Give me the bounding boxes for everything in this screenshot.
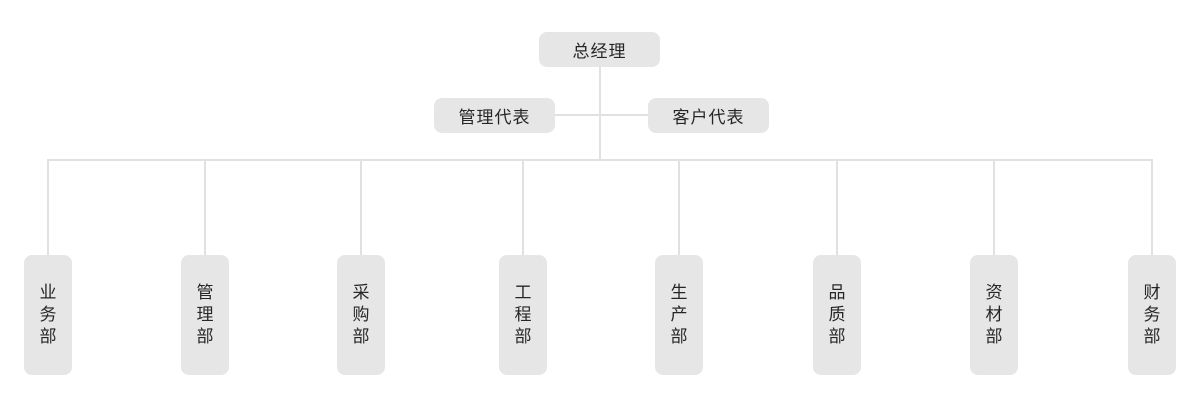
connector-drop-dept-2 [360, 160, 362, 255]
node-label: 客户代表 [672, 108, 745, 127]
node-label: 管理部 [196, 283, 214, 346]
node-label: 财务部 [1143, 283, 1161, 346]
connector-drop-dept-6 [993, 160, 995, 255]
node-dept-business: 业务部 [24, 255, 72, 375]
connector-horizontal-bus [47, 159, 1153, 161]
node-customer-representative: 客户代表 [648, 98, 769, 133]
node-label: 总经理 [572, 42, 627, 61]
node-label: 资材部 [985, 283, 1003, 346]
node-dept-finance: 财务部 [1128, 255, 1176, 375]
node-dept-quality: 品质部 [813, 255, 861, 375]
node-dept-purchasing: 采购部 [337, 255, 385, 375]
node-management-representative: 管理代表 [434, 98, 555, 133]
connector-drop-dept-0 [47, 160, 49, 255]
node-label: 工程部 [514, 283, 532, 346]
node-label: 采购部 [352, 283, 370, 346]
connector-drop-dept-3 [522, 160, 524, 255]
connector-drop-dept-4 [678, 160, 680, 255]
node-general-manager: 总经理 [539, 32, 660, 67]
node-label: 品质部 [828, 283, 846, 346]
node-dept-production: 生产部 [655, 255, 703, 375]
connector-drop-dept-1 [204, 160, 206, 255]
node-dept-management: 管理部 [181, 255, 229, 375]
node-label: 业务部 [39, 283, 57, 346]
connector-staff-cross [555, 114, 648, 116]
node-dept-materials: 资材部 [970, 255, 1018, 375]
node-label: 管理代表 [458, 108, 531, 127]
node-label: 生产部 [670, 283, 688, 346]
connector-drop-dept-5 [836, 160, 838, 255]
connector-root-stem [599, 67, 601, 160]
node-dept-engineering: 工程部 [499, 255, 547, 375]
connector-drop-dept-7 [1151, 160, 1153, 255]
